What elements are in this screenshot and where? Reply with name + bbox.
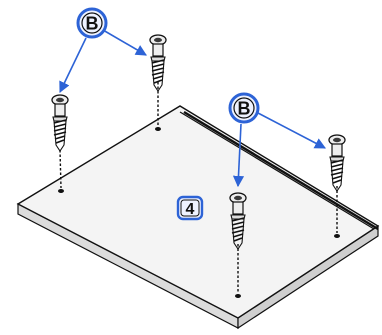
board-groove-shadow [183, 110, 379, 231]
cam-dowel-icon [149, 34, 167, 92]
guide-left [59, 149, 62, 189]
arrow-to-left-dowel [59, 37, 87, 94]
arrow-to-front-dowel [232, 123, 245, 188]
cam-dowel-icon [51, 94, 69, 152]
callout-label-right: B [238, 99, 251, 119]
callout-label-left: B [86, 14, 99, 34]
cam-dowel-icon [229, 192, 247, 250]
board-groove-line [179, 111, 375, 230]
hole-right [334, 234, 340, 238]
hole-back [155, 127, 161, 131]
insertion-guides [59, 82, 338, 293]
hole-front [235, 294, 241, 298]
arrow-to-right-dowel [257, 112, 326, 149]
callout-icon: B [228, 92, 260, 124]
step-badge-icon: 4 [176, 195, 204, 221]
arrow-to-back-dowel [102, 29, 147, 56]
arrow-icon [59, 29, 326, 188]
hole-left [58, 189, 64, 193]
cam-dowel-icon [328, 134, 346, 192]
callout-icon: B [76, 7, 108, 39]
board-holes [58, 127, 340, 298]
step-number: 4 [186, 201, 195, 218]
